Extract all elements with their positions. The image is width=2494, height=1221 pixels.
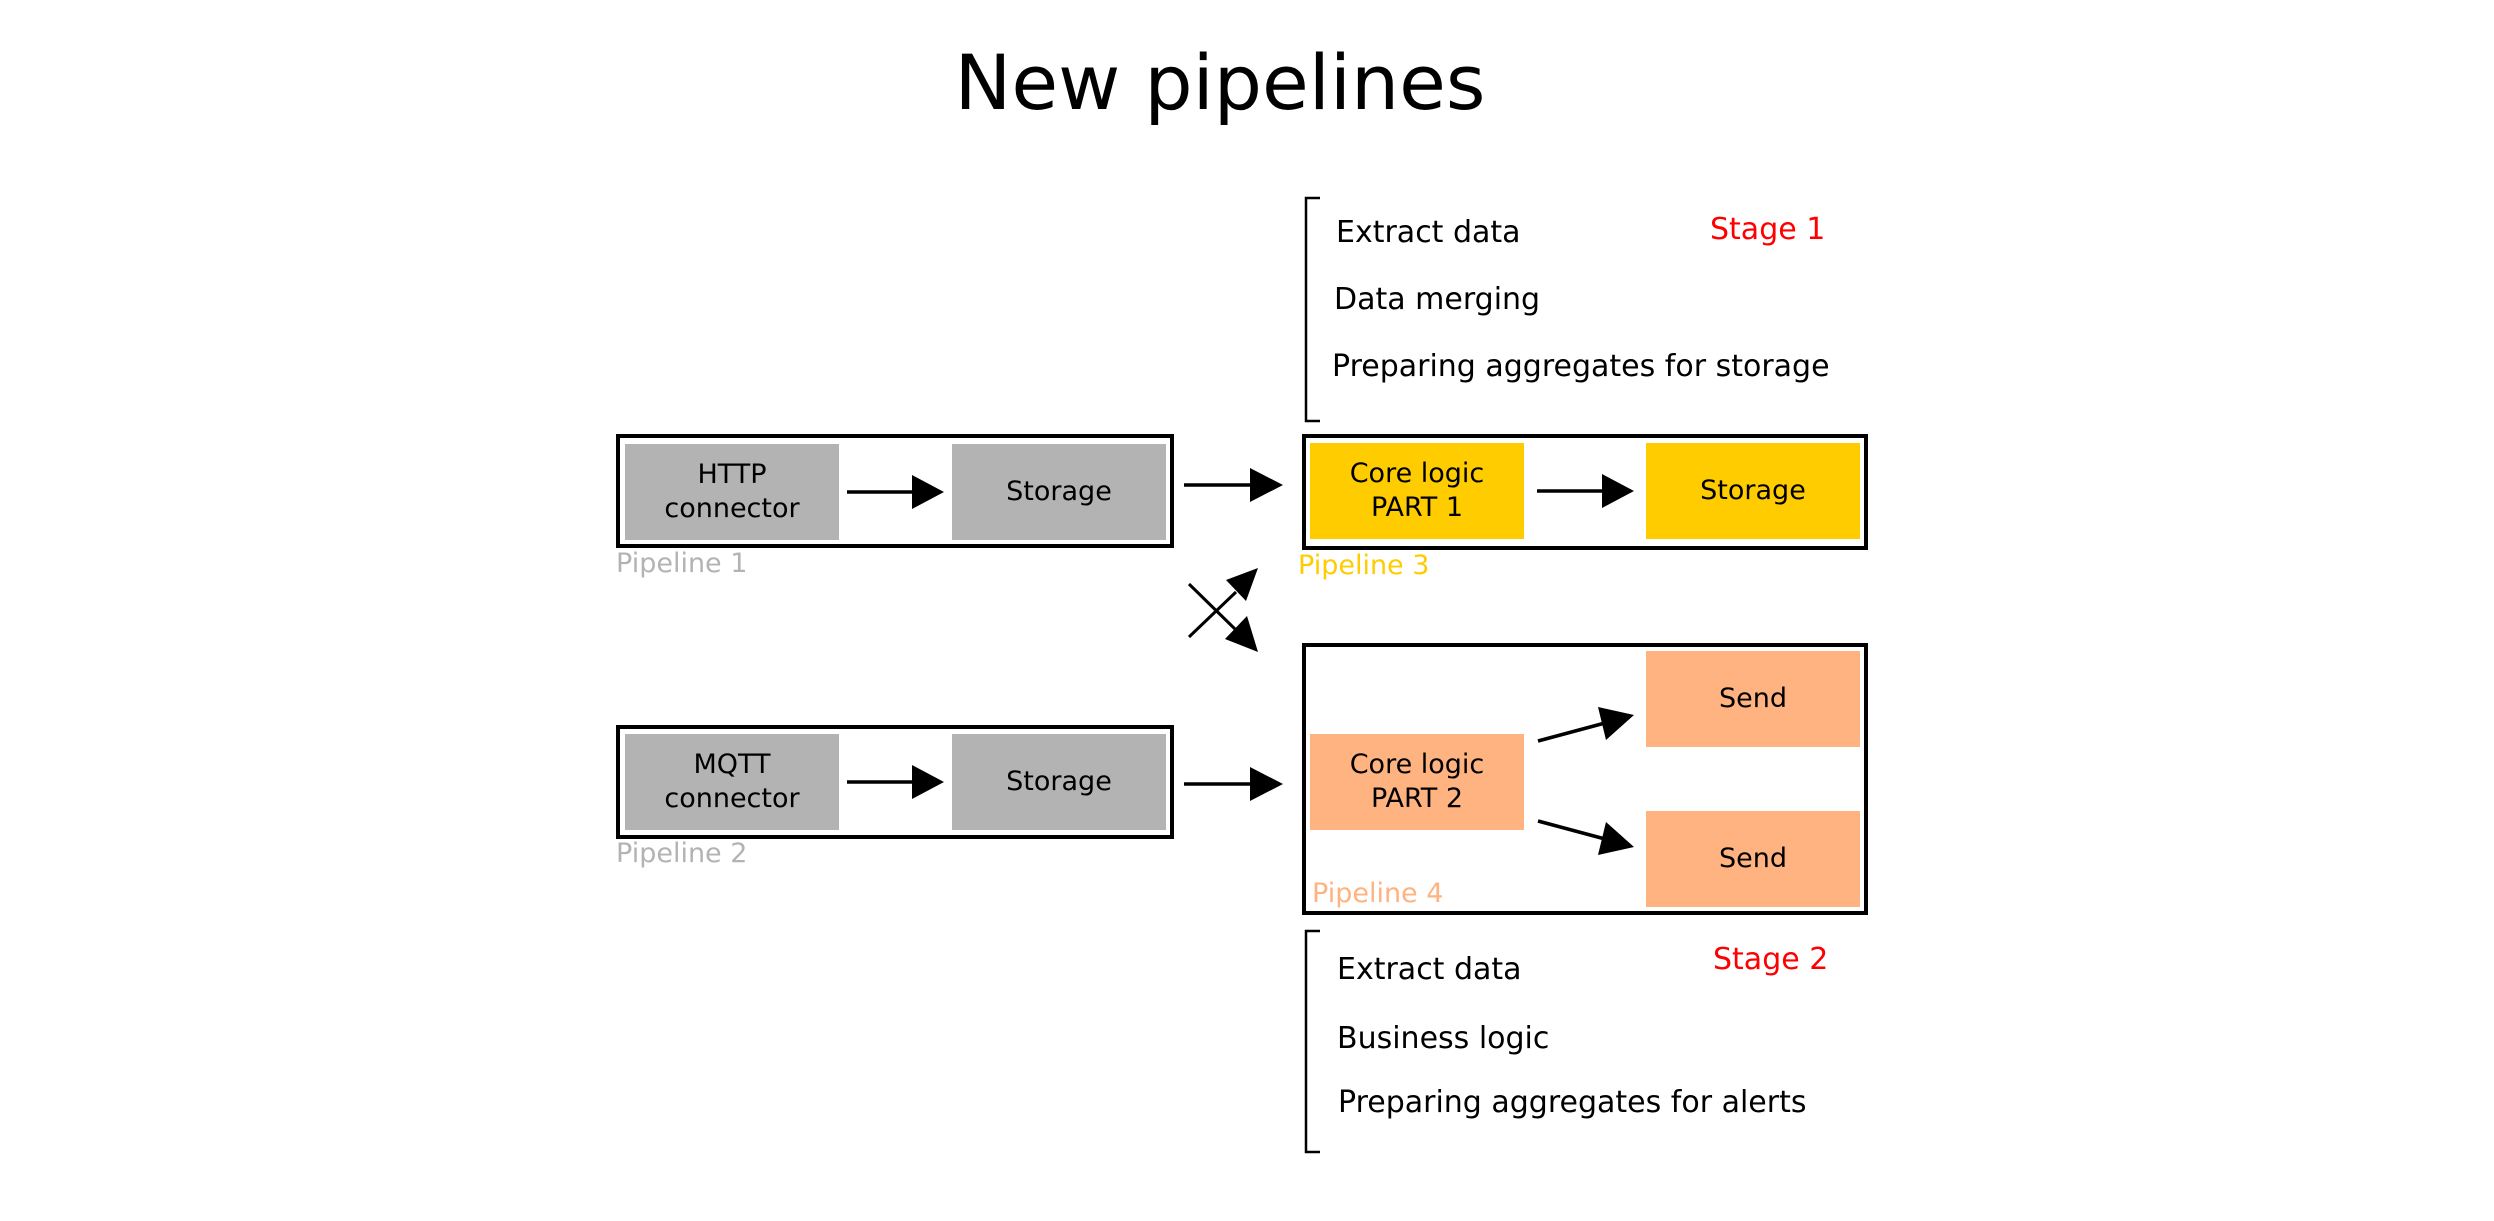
stage-2-step-3: Preparing aggregates for alerts — [1338, 1085, 1807, 1120]
pipeline-3-storage-box: Storage — [1646, 443, 1860, 539]
pipeline-4-label: Pipeline 4 — [1312, 878, 1444, 909]
arrow-core1-to-storage — [1537, 474, 1634, 508]
mqtt-connector-box: MQTT connector — [625, 734, 839, 830]
core-logic-part-2-box: Core logic PART 2 — [1310, 734, 1524, 830]
http-connector-box: HTTP connector — [625, 444, 839, 540]
pipeline-2-storage-box: Storage — [952, 734, 1166, 830]
core-logic-part-1-box: Core logic PART 1 — [1310, 443, 1524, 539]
send-bottom-box: Send — [1646, 811, 1860, 907]
stage-1-bracket — [1304, 196, 1320, 423]
stage-2-label: Stage 2 — [1713, 942, 1829, 977]
pipeline-2-frame — [616, 725, 1174, 839]
pipeline-2-label: Pipeline 2 — [616, 838, 748, 869]
arrow-mqtt-to-storage — [847, 765, 944, 799]
pipeline-1-storage-box: Storage — [952, 444, 1166, 540]
stage-1-step-1: Extract data — [1336, 215, 1521, 250]
pipeline-3-label: Pipeline 3 — [1298, 550, 1430, 581]
pipeline-3-frame — [1302, 434, 1868, 550]
arrow-pipeline-1-to-3 — [1184, 468, 1283, 502]
arrow-core2-to-send-bottom — [1537, 819, 1634, 855]
stage-1-step-2: Data merging — [1334, 282, 1541, 317]
stage-2-step-2: Business logic — [1337, 1021, 1550, 1056]
pipeline-1-frame — [616, 434, 1174, 548]
stage-2-bracket — [1304, 929, 1320, 1154]
pipeline-4-frame — [1302, 643, 1868, 915]
send-top-box: Send — [1646, 651, 1860, 747]
cross-arrow-up — [1187, 568, 1258, 639]
cross-arrow-down — [1187, 582, 1258, 652]
arrow-http-to-storage — [847, 475, 944, 509]
stage-2-step-1: Extract data — [1337, 952, 1522, 987]
stage-1-step-3: Preparing aggregates for storage — [1332, 349, 1830, 384]
stage-1-label: Stage 1 — [1710, 212, 1826, 247]
arrow-core2-to-send-top — [1537, 707, 1634, 743]
pipeline-1-label: Pipeline 1 — [616, 548, 748, 579]
arrow-pipeline-2-to-4 — [1184, 767, 1283, 801]
page-title: New pipelines — [954, 38, 1486, 127]
